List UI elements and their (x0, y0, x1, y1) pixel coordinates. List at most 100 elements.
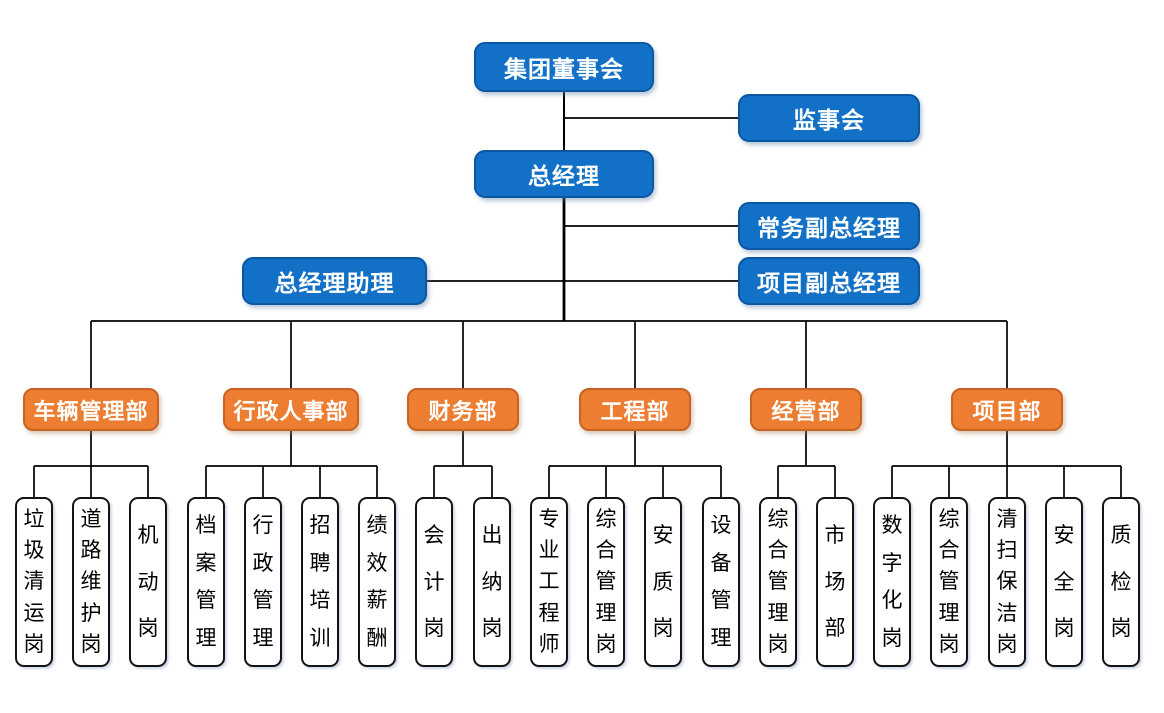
position-node: 安全岗 (1045, 497, 1083, 667)
position-label-char: 综 (595, 507, 617, 532)
position-label-char: 岗 (23, 631, 45, 656)
position-label-char: 理 (595, 600, 617, 625)
node-label: 总经理助理 (274, 271, 395, 297)
position-label-char: 管 (938, 569, 960, 594)
position-label: 道路维护岗 (74, 499, 108, 665)
node-label: 经营部 (771, 399, 841, 425)
position-label-char: 专 (538, 507, 560, 532)
position-label-char: 理 (767, 600, 789, 625)
node-label: 常务副总经理 (757, 216, 901, 242)
position-label-char: 效 (366, 550, 388, 575)
node-label: 总经理 (528, 164, 600, 190)
position-label-char: 招 (309, 513, 331, 538)
gm-node: 总经理 (474, 150, 654, 198)
department-node: 财务部 (407, 388, 519, 431)
position-label: 安全岗 (1047, 499, 1081, 665)
position-label: 设备管理 (704, 499, 738, 665)
position-label-char: 综 (767, 507, 789, 532)
position-label-char: 圾 (23, 538, 45, 563)
position-label-char: 出 (481, 522, 503, 547)
position-label-char: 岗 (767, 631, 789, 656)
position-label-char: 程 (538, 600, 560, 625)
position-label-char: 政 (252, 550, 274, 575)
exec-deputy-gm-node: 常务副总经理 (738, 202, 920, 250)
node-label: 项目副总经理 (757, 271, 901, 297)
position-label-char: 岗 (481, 616, 503, 641)
position-label-char: 行 (252, 513, 274, 538)
position-label: 市场部 (818, 499, 852, 665)
department-node: 工程部 (579, 388, 691, 431)
position-label-char: 备 (710, 550, 732, 575)
position-label-char: 业 (538, 538, 560, 563)
node-label: 行政人事部 (233, 399, 349, 425)
position-label-char: 清 (23, 569, 45, 594)
position-node: 数字化岗 (873, 497, 911, 667)
position-label-char: 检 (1110, 569, 1132, 594)
node-label: 财务部 (428, 399, 498, 425)
position-label-char: 化 (881, 588, 903, 613)
position-label-char: 训 (309, 625, 331, 650)
node-label: 项目部 (972, 399, 1042, 425)
position-label-char: 岗 (996, 631, 1018, 656)
department-node: 行政人事部 (223, 388, 359, 431)
position-node: 招聘培训 (301, 497, 339, 667)
position-label: 安质岗 (646, 499, 680, 665)
position-label-char: 合 (767, 538, 789, 563)
position-node: 机动岗 (129, 497, 167, 667)
position-label-char: 安 (652, 522, 674, 547)
node-label: 工程部 (600, 399, 670, 425)
position-label-char: 道 (80, 507, 102, 532)
position-label-char: 合 (938, 538, 960, 563)
position-label-char: 计 (423, 569, 445, 594)
position-label-char: 理 (710, 625, 732, 650)
position-node: 行政管理 (244, 497, 282, 667)
department-node: 车辆管理部 (23, 388, 159, 431)
position-label-char: 部 (824, 616, 846, 641)
position-label: 机动岗 (131, 499, 165, 665)
position-label-char: 管 (767, 569, 789, 594)
position-label-char: 岗 (652, 616, 674, 641)
position-label-char: 岗 (80, 631, 102, 656)
position-label-char: 理 (195, 625, 217, 650)
position-label-char: 管 (710, 588, 732, 613)
supervisory-node: 监事会 (738, 94, 920, 142)
position-label-char: 工 (538, 569, 560, 594)
position-label-char: 岗 (881, 625, 903, 650)
position-label-char: 机 (137, 522, 159, 547)
position-label-char: 绩 (366, 513, 388, 538)
position-label-char: 设 (710, 513, 732, 538)
position-node: 安质岗 (644, 497, 682, 667)
position-node: 道路维护岗 (72, 497, 110, 667)
node-label: 车辆管理部 (33, 399, 149, 425)
position-label: 质检岗 (1104, 499, 1138, 665)
project-deputy-gm-node: 项目副总经理 (738, 257, 920, 305)
position-node: 质检岗 (1102, 497, 1140, 667)
position-label: 招聘培训 (303, 499, 337, 665)
node-label: 集团董事会 (504, 57, 624, 83)
position-label-char: 纳 (481, 569, 503, 594)
position-label-char: 路 (80, 538, 102, 563)
position-label-char: 洁 (996, 600, 1018, 625)
gm-assistant-node: 总经理助理 (242, 257, 427, 305)
position-label-char: 保 (996, 569, 1018, 594)
position-node: 出纳岗 (473, 497, 511, 667)
position-label: 行政管理 (246, 499, 280, 665)
position-node: 垃圾清运岗 (15, 497, 53, 667)
position-label-char: 场 (824, 569, 846, 594)
position-node: 档案管理 (187, 497, 225, 667)
position-label: 垃圾清运岗 (17, 499, 51, 665)
position-label-char: 岗 (423, 616, 445, 641)
position-label-char: 管 (195, 588, 217, 613)
board-node: 集团董事会 (474, 42, 654, 92)
position-label-char: 案 (195, 550, 217, 575)
position-node: 综合管理岗 (587, 497, 625, 667)
position-label-char: 维 (80, 569, 102, 594)
position-node: 绩效薪酬 (358, 497, 396, 667)
position-label-char: 质 (652, 569, 674, 594)
position-label-char: 培 (309, 588, 331, 613)
position-label: 综合管理岗 (932, 499, 966, 665)
position-label-char: 动 (137, 569, 159, 594)
position-label-char: 档 (195, 513, 217, 538)
